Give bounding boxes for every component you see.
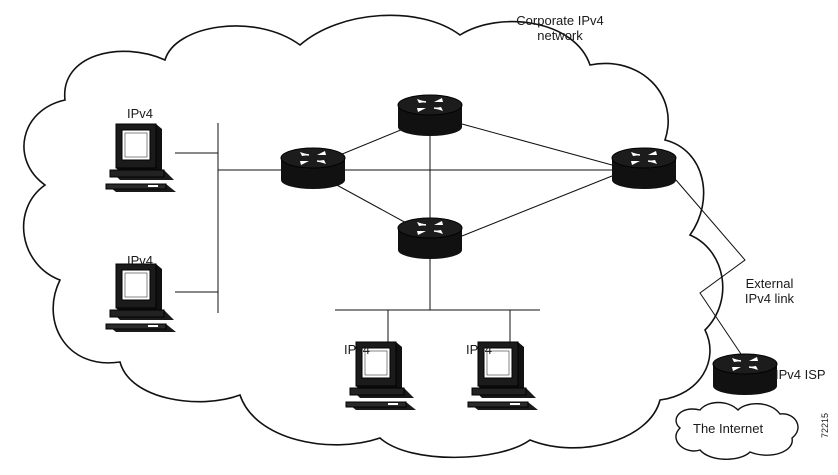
internet-cloud [675,401,799,460]
corporate-network-label-line1: Corporate IPv4 [516,13,604,28]
host-label-top-left: IPv4 [127,106,154,121]
router-middle [397,217,463,260]
internet-label: The Internet [693,421,764,436]
router-left [280,147,346,190]
corporate-network-label: Corporate IPv4 network [500,13,620,43]
router-top [397,94,463,137]
corporate-network-label-line2: network [537,28,583,43]
corporate-network-cloud [22,14,724,459]
host-label-bottom-center: IPv4 [344,342,371,357]
router-isp [712,353,778,396]
router-edge [611,147,677,190]
external-link-label: External IPv4 link [732,276,807,306]
figure-number: 72215 [820,412,830,438]
external-link-label-line2: IPv4 link [744,291,795,306]
isp-label: IPv4 ISP [775,367,826,382]
host-label-bottom-right: IPv4 [466,342,493,357]
host-label-bottom-left: IPv4 [127,253,154,268]
external-link-label-line1: External [745,276,794,291]
